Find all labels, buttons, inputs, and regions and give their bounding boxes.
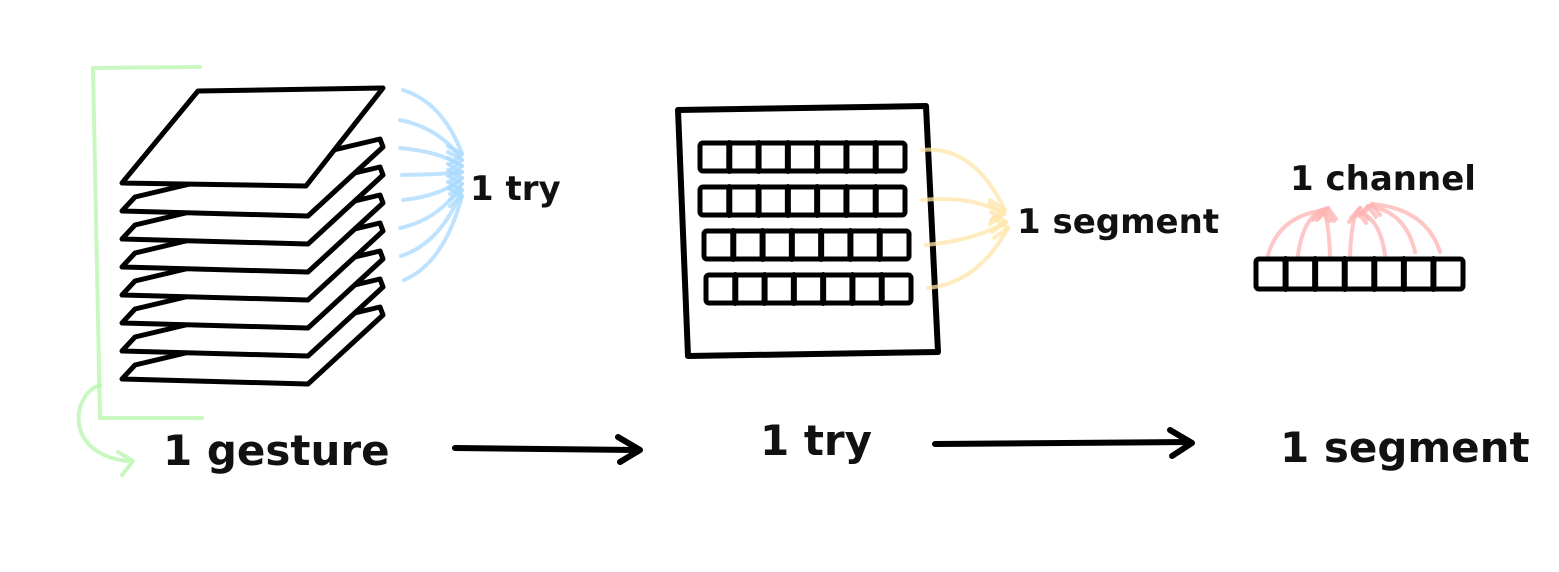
segment-row [703, 272, 914, 306]
bracket-loop-arrow [76, 383, 135, 477]
segment-rows [697, 140, 914, 306]
bracket-line [91, 65, 204, 420]
strip-arrow-head [1347, 210, 1368, 225]
gesture-stack [119, 85, 386, 387]
strip-arrow [1370, 202, 1442, 254]
grid-arrow [924, 220, 1008, 247]
flow-arrow-2-head [1167, 427, 1195, 459]
stack-arrow-head [446, 180, 464, 202]
stack-arrow [401, 88, 464, 156]
stack-to-try-arrows [398, 88, 464, 282]
stack-arrow [402, 194, 464, 282]
grid-arrow-head [991, 216, 1010, 240]
stack-arrow [398, 118, 464, 162]
strip-arrow [1296, 206, 1330, 257]
segment-row [701, 228, 912, 262]
stack-bottom-label: 1 gesture [163, 426, 390, 475]
strip-arrow-head [1311, 208, 1332, 223]
segment-row [697, 184, 908, 218]
grid-arrow-head [989, 210, 1008, 234]
stack-side-label: 1 try [470, 169, 561, 209]
grid-bottom-label: 1 try [760, 416, 872, 465]
cells-to-channel-arrows [1266, 202, 1442, 257]
strip-arrow-head [1317, 206, 1338, 221]
stack-arrow [398, 182, 464, 230]
grid-side-label: 1 segment [1017, 202, 1219, 242]
stack-layer [119, 85, 386, 189]
strip-outline [1253, 256, 1466, 292]
strip-bottom-label: 1 segment [1280, 423, 1530, 472]
flow-arrow-1-shaft [452, 445, 641, 453]
flow-arrow-2-shaft [932, 439, 1193, 447]
flow-arrow-1 [452, 434, 643, 465]
strip-top-label: 1 channel [1290, 159, 1476, 199]
rows-to-segment-arrows [920, 147, 1010, 290]
gesture-bracket [76, 65, 204, 477]
stack-arrow-head [446, 186, 464, 208]
segment-row [697, 140, 908, 174]
segment-strip [1253, 256, 1466, 292]
flow-arrow-2 [932, 427, 1195, 459]
grid-arrow [926, 226, 1010, 290]
flow-arrow-1-head [615, 434, 643, 465]
strip-arrow-head [1361, 202, 1382, 217]
try-panel-frame [675, 103, 941, 359]
grid-arrow [920, 147, 1007, 212]
try-panel [675, 103, 941, 359]
